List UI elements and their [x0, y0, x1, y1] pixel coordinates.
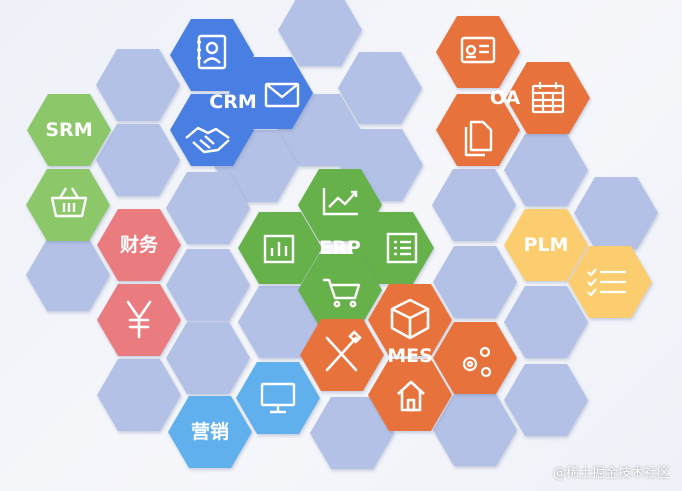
filler-hex	[432, 169, 516, 241]
marketing-label: 营销	[191, 420, 229, 443]
filler-hex	[338, 52, 422, 124]
checklist-icon	[587, 268, 626, 297]
marketing-hex[interactable]	[236, 362, 320, 434]
filler-hex	[166, 249, 250, 321]
marketing-hex[interactable]	[168, 396, 252, 468]
finance-hex[interactable]	[97, 209, 181, 281]
mes-hex[interactable]	[368, 359, 452, 431]
erp-hex[interactable]	[298, 254, 382, 326]
mail-icon	[264, 82, 300, 108]
gears-icon	[462, 346, 492, 378]
crm-label: CRM	[209, 91, 256, 113]
oa-hex[interactable]	[436, 94, 520, 166]
id-badge-icon	[460, 36, 496, 64]
filler-hex	[433, 394, 517, 466]
crm-hex[interactable]	[229, 57, 313, 129]
line-chart-icon	[322, 188, 358, 216]
box-icon	[390, 298, 430, 340]
filler-hex	[433, 246, 517, 318]
srm-cluster[interactable]: SRM	[26, 94, 111, 241]
mes-label: MES	[387, 345, 433, 367]
filler-hex	[310, 397, 394, 469]
filler-hex	[574, 177, 658, 249]
oa-hex[interactable]	[436, 16, 520, 88]
finance-cluster[interactable]: 财务	[97, 209, 181, 356]
plm-cluster[interactable]: PLM	[504, 209, 652, 318]
filler-hex	[26, 239, 110, 311]
plm-label: PLM	[524, 234, 569, 256]
filler-hex	[166, 322, 250, 394]
list-icon	[386, 232, 418, 264]
filler-hex	[504, 134, 588, 206]
filler-hex	[96, 124, 180, 196]
watermark: @稀土掘金技术社区	[552, 466, 670, 481]
oa-cluster[interactable]: OA	[436, 16, 590, 166]
erp-label: ERP	[319, 237, 361, 259]
contact-card-icon	[197, 34, 227, 70]
calendar-icon	[531, 82, 565, 114]
srm-hex[interactable]	[27, 94, 111, 166]
cart-icon	[323, 278, 361, 308]
documents-icon	[464, 120, 493, 157]
marketing-cluster[interactable]: 营销	[168, 362, 320, 468]
bar-chart-icon	[263, 234, 295, 264]
srm-label: SRM	[45, 119, 92, 141]
filler-hex	[238, 286, 322, 358]
house-icon	[397, 380, 425, 412]
filler-hex	[278, 0, 362, 66]
mes-cluster[interactable]: MES	[300, 284, 517, 431]
tools-icon	[325, 330, 362, 372]
filler-hex	[504, 286, 588, 358]
basket-icon	[50, 187, 88, 218]
erp-hex[interactable]	[350, 212, 434, 284]
monitor-icon	[260, 382, 296, 414]
filler-hex	[166, 172, 250, 244]
filler-hex	[504, 364, 588, 436]
filler-hexes	[26, 0, 658, 469]
oa-label: OA	[490, 87, 521, 109]
mes-hex[interactable]	[433, 322, 517, 394]
erp-cluster[interactable]: ERP	[238, 169, 434, 326]
erp-hex[interactable]	[298, 169, 382, 241]
crm-hex[interactable]	[170, 19, 254, 91]
yuan-icon	[126, 300, 152, 339]
plm-hex[interactable]	[504, 209, 588, 281]
crm-cluster[interactable]: CRM	[170, 19, 313, 166]
filler-hex	[96, 49, 180, 121]
oa-hex[interactable]	[506, 62, 590, 134]
filler-hex	[97, 359, 181, 431]
handshake-icon	[185, 126, 230, 154]
finance-label: 财务	[120, 233, 159, 256]
